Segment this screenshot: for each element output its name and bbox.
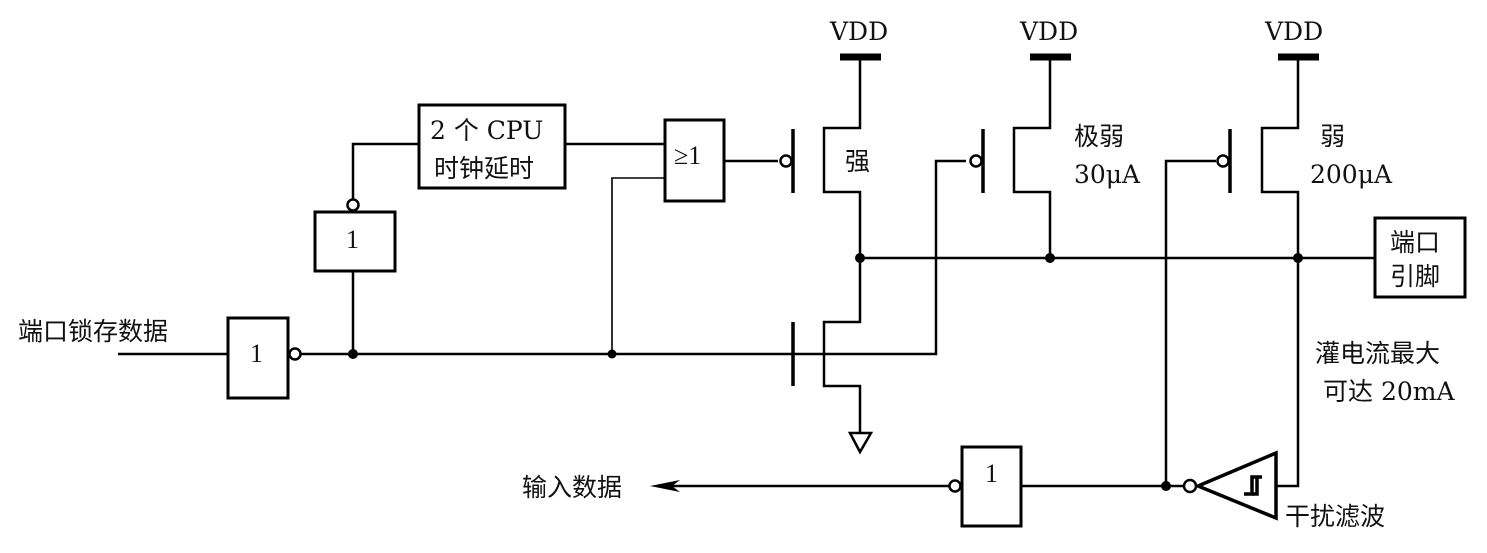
- sink-current-label-line2: 可达 20mA: [1323, 377, 1455, 406]
- schmitt-output-bubble: [1182, 478, 1198, 494]
- input-inverter: [226, 316, 290, 400]
- output-inverter-bubble: [948, 479, 962, 493]
- pmos-strong-gate-bubble: [779, 154, 793, 168]
- delay-label-line2: 时钟延时: [434, 154, 534, 183]
- wire: [1276, 258, 1300, 488]
- arrow-left-icon: [650, 480, 680, 492]
- pmos-weak-gate-bubble: [1216, 154, 1230, 168]
- very-weak-label-line1: 极弱: [1074, 122, 1124, 151]
- filter-label: 干扰滤波: [1285, 502, 1385, 531]
- second-inverter-symbol: 1: [346, 225, 359, 254]
- port-pin-label-line2: 引脚: [1390, 262, 1440, 291]
- very-weak-label-line2: 30μA: [1074, 160, 1141, 189]
- weak-label-line1: 弱: [1320, 122, 1345, 151]
- schmitt-trigger-buffer: [1193, 450, 1278, 521]
- pmos-weak-channel: [1260, 57, 1300, 258]
- output-inverter-symbol: 1: [985, 459, 998, 488]
- wire: [1164, 159, 1216, 486]
- pmos-strong-channel: [822, 57, 862, 258]
- port-latch-data-label: 端口锁存数据: [18, 317, 168, 346]
- second-inverter: [313, 210, 397, 273]
- output-inverter: [960, 445, 1023, 528]
- or-gate: [663, 118, 726, 203]
- sink-current-label-line1: 灌电流最大: [1315, 339, 1440, 368]
- pmos-very-weak-gate-bubble: [969, 154, 983, 168]
- pmos-very-weak-channel: [1012, 57, 1052, 258]
- vdd-label-2: VDD: [1019, 17, 1078, 46]
- port-pin-label-line1: 端口: [1390, 228, 1440, 257]
- wire: [351, 142, 420, 199]
- wire: [611, 177, 665, 354]
- input-inverter-bubble: [288, 347, 302, 361]
- delay-label-line1: 2 个 CPU: [430, 116, 543, 145]
- input-data-label: 输入数据: [522, 473, 622, 502]
- strong-label: 强: [845, 147, 870, 176]
- input-inverter-symbol: 1: [250, 339, 263, 368]
- junction-dot: [855, 253, 865, 263]
- nmos-channel: [822, 258, 862, 433]
- cpu-clock-delay-block: [417, 103, 567, 190]
- second-inverter-bubble: [346, 198, 360, 212]
- junction-dot: [1045, 253, 1055, 263]
- vdd-label-3: VDD: [1264, 17, 1323, 46]
- junction-dot: [1161, 481, 1171, 491]
- vdd-label-1: VDD: [829, 17, 888, 46]
- hysteresis-icon: [1252, 477, 1259, 496]
- or-gate-symbol: ≥1: [674, 141, 701, 170]
- port-pin-box: [1373, 216, 1467, 299]
- ground-symbol: [847, 431, 874, 455]
- weak-label-line2: 200μA: [1310, 160, 1393, 189]
